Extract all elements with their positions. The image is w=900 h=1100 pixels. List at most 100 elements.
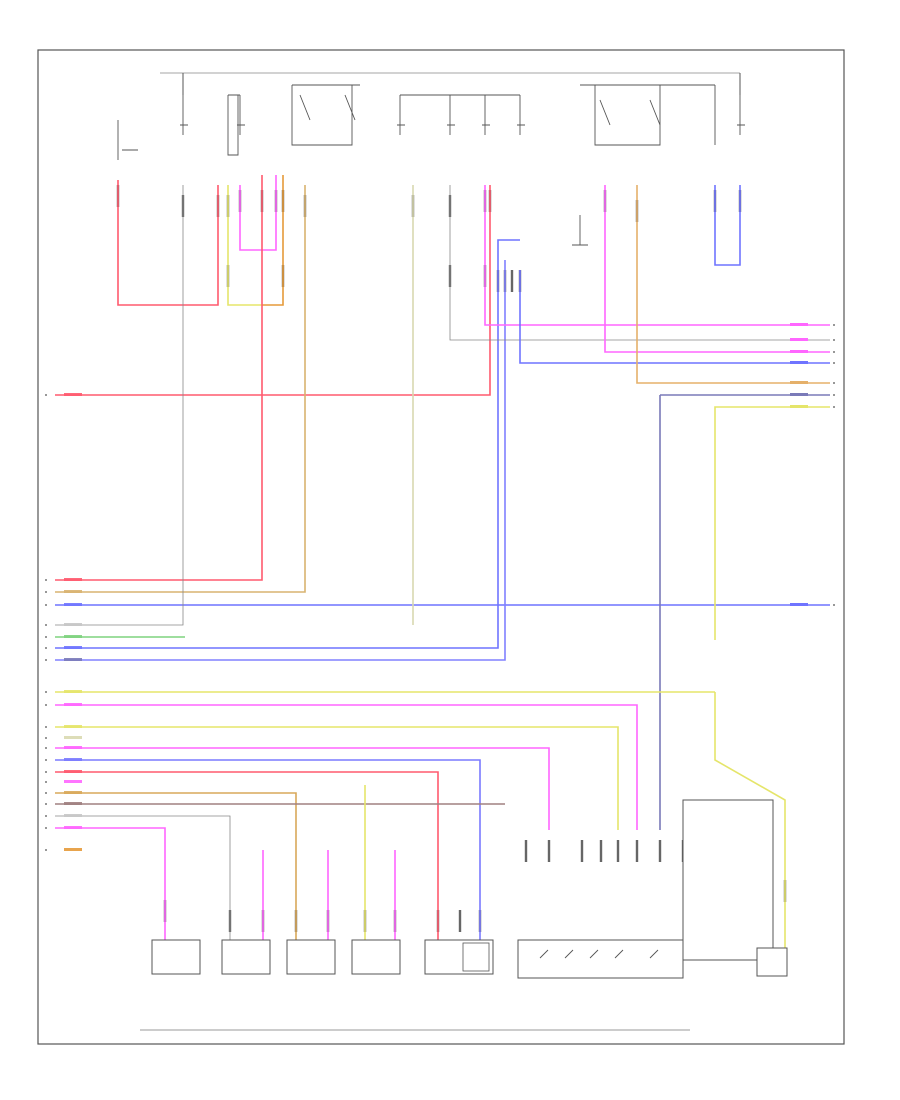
left-terminal-label-block [64,393,82,396]
connector-pin [616,840,620,862]
left-terminal-label-block [64,770,82,773]
connector-pin [458,910,462,932]
component-box-4 [351,939,401,975]
right-terminal-label-block [790,603,808,606]
left-terminal-label-block [64,603,82,606]
component-box-6 [517,939,684,979]
right-terminal-label-block [790,338,808,341]
left-terminal-dot [45,827,47,829]
left-terminal-label-block [64,802,82,805]
switch-contacts [539,949,659,959]
wire-orange-loop [262,175,284,306]
left-terminal-dot [45,624,47,626]
left-terminal-label-block [64,826,82,829]
right-terminal-dot [833,339,835,341]
right-terminal-markers [790,323,835,606]
wire-orange-low [55,792,297,940]
left-terminal-dot [45,726,47,728]
left-terminal-dot [45,591,47,593]
left-terminal-label-block [64,658,82,661]
left-terminal-dot [45,579,47,581]
wire-pink-right1 [484,185,830,326]
left-terminal-label-block [64,703,82,706]
left-terminal-dot [45,759,47,761]
right-terminal-dot [833,406,835,408]
right-terminal-dot [833,351,835,353]
left-terminal-dot [45,704,47,706]
left-terminal-label-block [64,758,82,761]
left-terminal-label-block [64,736,82,739]
wire-blue-b [55,260,506,661]
left-terminal-dot [45,647,47,649]
wire-gray-right [449,185,830,341]
left-terminal-label-block [64,746,82,749]
right-terminal-label-block [790,381,808,384]
wire-blue-a [55,239,520,649]
diagram-frame [37,49,845,1045]
wire-orange-right [636,185,830,384]
left-terminal-label-block [64,725,82,728]
component-box-7 [682,799,774,961]
wire-tan [55,185,306,593]
right-terminal-dot [833,324,835,326]
left-terminal-label-block [64,646,82,649]
wire-yellow-loop [227,185,262,306]
component-box-2 [221,939,271,975]
fuse-block-top [117,85,745,246]
right-terminal-dot [833,604,835,606]
left-terminal-dot [45,815,47,817]
wire-pink-top [239,175,277,251]
component-box-8 [756,947,788,977]
left-terminal-dot [45,747,47,749]
right-terminal-dot [833,362,835,364]
left-terminal-dot [45,394,47,396]
left-terminal-dot [45,781,47,783]
left-terminal-dot [45,771,47,773]
connector-pin [547,840,551,862]
right-terminal-label-block [790,350,808,353]
left-terminal-label-block [64,791,82,794]
left-terminal-label-block [64,635,82,638]
wire-blue-purple-loop [714,185,741,266]
wire-gray [55,185,184,626]
left-terminal-dot [45,849,47,851]
connector-pin [524,840,528,862]
left-terminal-dot [45,636,47,638]
component-5-inner [462,942,490,972]
connector-pin [599,840,603,862]
left-terminal-dot [45,691,47,693]
wire-pink-left [55,704,638,830]
wire-gray-low [55,815,231,940]
left-terminal-dot [45,659,47,661]
left-terminal-label-block [64,590,82,593]
left-terminal-label-block [64,848,82,851]
left-terminal-dot [45,792,47,794]
connector-pin [580,840,584,862]
connector-pin [658,840,662,862]
right-terminal-dot [833,382,835,384]
wire-yellow-low [55,726,619,830]
right-terminal-label-block [790,323,808,326]
left-terminal-label-block [64,578,82,581]
right-terminal-dot [833,394,835,396]
right-terminal-label-block [790,361,808,364]
wire-red-low [55,771,439,940]
left-terminal-label-block [64,690,82,693]
left-terminal-dot [45,803,47,805]
wire-yellow-far [714,692,786,950]
wire-red-mid [55,175,263,581]
right-terminal-label-block [790,393,808,396]
left-terminal-label-block [64,814,82,817]
wire-purple-right [659,394,830,830]
wire-blue-right [519,270,830,364]
left-terminal-dot [45,604,47,606]
connector-pin [635,840,639,862]
wire-pink-right2 [604,185,830,353]
left-terminal-label-block [64,780,82,783]
wire-blue-low [55,759,481,940]
left-terminal-markers [45,393,82,851]
component-box-5 [424,939,494,975]
top-bus-lines [160,72,741,96]
bottom-components [151,799,788,979]
